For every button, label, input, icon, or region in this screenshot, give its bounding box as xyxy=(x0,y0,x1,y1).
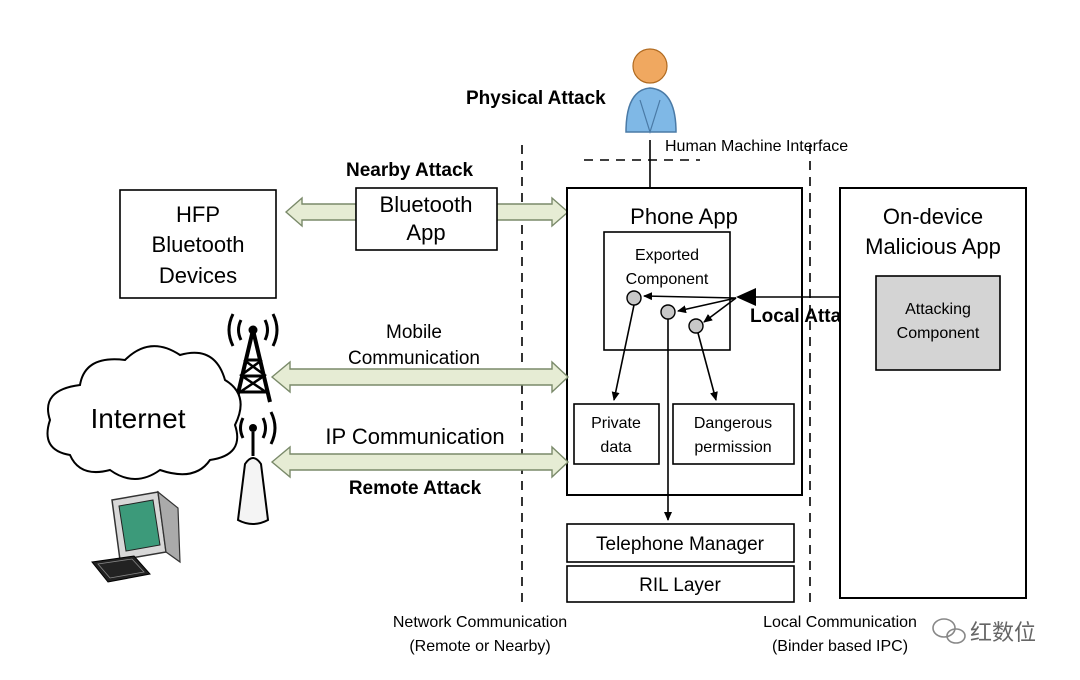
private-line1: Private xyxy=(591,415,641,432)
exported-line2: Component xyxy=(626,271,709,288)
internet-label: Internet xyxy=(91,403,186,434)
attacking-line1: Attacking xyxy=(905,301,971,318)
attacking-component-box xyxy=(875,275,1001,371)
phone-app-label: Phone App xyxy=(630,204,738,229)
nearby-attack-label: Nearby Attack xyxy=(346,160,474,181)
component-node-1 xyxy=(626,290,642,306)
mobile-line1: Mobile xyxy=(386,322,442,343)
remote-attack-label: Remote Attack xyxy=(349,478,482,499)
arrow-to-dangerous-permission xyxy=(697,332,718,401)
local-attack-label: Local Attack xyxy=(750,306,863,327)
ril-layer-label: RIL Layer xyxy=(639,575,721,596)
person-icon xyxy=(625,48,677,135)
watermark-text: 红数位 xyxy=(970,620,1036,645)
antenna-icon xyxy=(229,411,277,525)
hfp-line2: Bluetooth xyxy=(152,232,245,257)
dangerous-line1: Dangerous xyxy=(694,415,772,432)
physical-attack-label: Physical Attack xyxy=(466,88,606,109)
fan-arrow-2 xyxy=(677,297,737,314)
dangerous-line2: permission xyxy=(694,439,771,456)
component-node-2 xyxy=(660,304,676,320)
exported-component-box xyxy=(603,231,731,351)
bluetooth-app-box xyxy=(355,187,498,251)
local-comm-line2: (Binder based IPC) xyxy=(772,638,908,655)
fan-arrow-1 xyxy=(643,292,737,301)
network-comm-line2: (Remote or Nearby) xyxy=(409,638,550,655)
ril-layer-box xyxy=(566,565,795,603)
ip-communication-label: IP Communication xyxy=(325,424,504,449)
telephone-manager-box xyxy=(566,523,795,563)
component-node-3 xyxy=(688,318,704,334)
dangerous-permission-box xyxy=(672,403,795,465)
mobile-pipe xyxy=(270,360,570,394)
telephone-manager-label: Telephone Manager xyxy=(596,534,765,555)
hfp-line3: Devices xyxy=(159,263,237,288)
computer-icon xyxy=(91,490,181,583)
hfp-line1: HFP xyxy=(176,202,220,227)
mobile-line2: Communication xyxy=(348,348,480,369)
bluetooth-app-line1: Bluetooth xyxy=(380,192,473,217)
internet-cloud xyxy=(46,345,242,480)
malicious-app-box xyxy=(839,187,1027,599)
attacking-line2: Component xyxy=(897,325,980,342)
hmi-label: Human Machine Interface xyxy=(665,138,848,155)
bluetooth-app-line2: App xyxy=(406,220,445,245)
arrow-to-private-data xyxy=(611,304,635,401)
malicious-line2: Malicious App xyxy=(865,234,1001,259)
hfp-devices-box xyxy=(119,189,277,299)
local-comm-line1: Local Communication xyxy=(763,614,917,631)
malicious-line1: On-device xyxy=(883,204,983,229)
private-line2: data xyxy=(600,439,631,456)
private-data-box xyxy=(573,403,660,465)
exported-line1: Exported xyxy=(635,247,699,264)
ip-pipe xyxy=(270,445,570,479)
wechat-icon xyxy=(932,618,966,644)
bluetooth-pipe xyxy=(284,196,570,228)
fan-arrow-3 xyxy=(703,297,737,323)
network-comm-line1: Network Communication xyxy=(393,614,567,631)
cell-tower-icon xyxy=(227,313,279,403)
